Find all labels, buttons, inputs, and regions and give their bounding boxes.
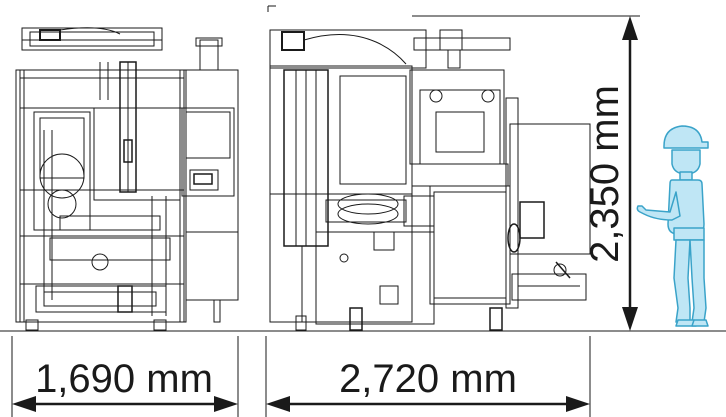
dimension-arrow-icon xyxy=(12,396,36,412)
side-width-label: 2,720 mm xyxy=(339,357,517,401)
height-label: 2,350 mm xyxy=(583,85,627,263)
operator-figure-icon xyxy=(636,125,709,327)
dimension-arrow-icon xyxy=(622,307,638,331)
front-view-machine xyxy=(15,27,239,331)
dimension-arrow-icon xyxy=(566,396,590,412)
dimension-arrow-icon xyxy=(622,16,638,40)
dimension-arrow-icon xyxy=(266,396,290,412)
front-width-label: 1,690 mm xyxy=(35,357,213,401)
side-view-machine xyxy=(267,5,591,331)
dimension-arrow-icon xyxy=(214,396,238,412)
